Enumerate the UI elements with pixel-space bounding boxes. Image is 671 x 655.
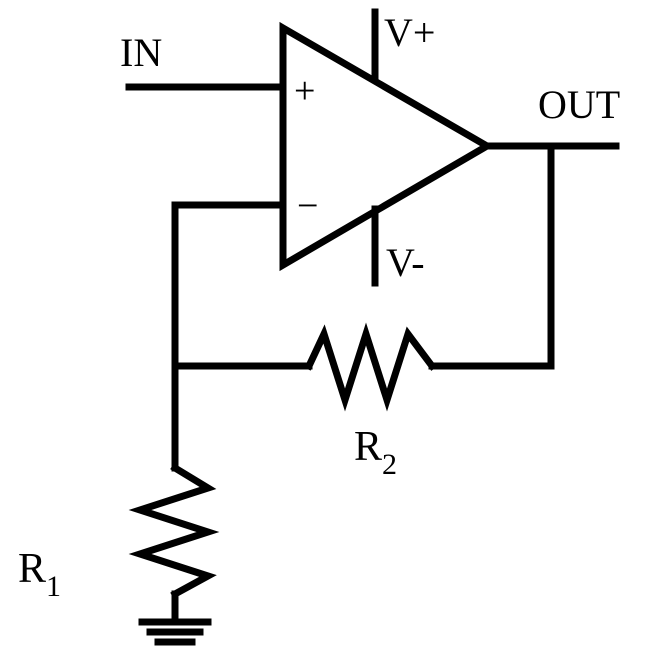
r1-label: R1 xyxy=(18,546,61,603)
resistor-r2 xyxy=(304,322,437,412)
r2-subscript: 2 xyxy=(382,448,397,481)
r1-subscript: 1 xyxy=(46,570,61,603)
output-label: OUT xyxy=(538,82,620,127)
r1-letter: R xyxy=(18,546,46,592)
noninverting-input-sign: + xyxy=(294,70,315,112)
input-label: IN xyxy=(120,30,162,75)
feedback-output-wire xyxy=(428,142,555,370)
r2-label: R2 xyxy=(354,424,397,481)
supply-positive-label: V+ xyxy=(384,10,435,55)
op-amp-triangle xyxy=(279,21,494,272)
resistor-r1 xyxy=(128,463,220,599)
inverting-input-sign: − xyxy=(297,185,318,227)
supply-negative-label: V- xyxy=(386,240,425,285)
r2-letter: R xyxy=(354,424,382,470)
inverting-input-wire xyxy=(171,201,313,370)
